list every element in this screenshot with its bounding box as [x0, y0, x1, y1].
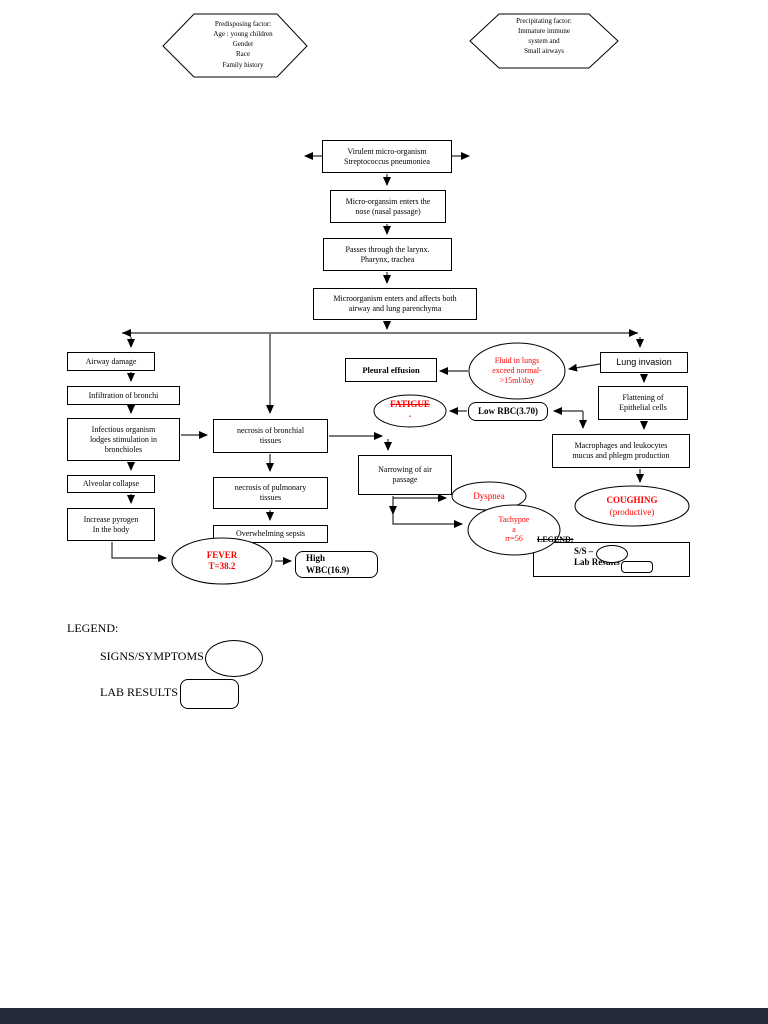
legend-ellipse-symbol: [205, 640, 263, 677]
node-macrophages-leukocytes: Macrophages and leukocytes mucus and phl…: [552, 434, 690, 468]
node-passes-larynx: Passes through the larynx. Pharynx, trac…: [323, 238, 452, 271]
node-low-rbc: Low RBC(3.70): [468, 402, 548, 421]
node-alveolar-collapse: Alveolar collapse: [67, 475, 155, 493]
legend-signs-label: SIGNS/SYMPTOMS -: [100, 649, 211, 663]
predisposing-factor-label: Predisposing factor: Age : young childre…: [213, 20, 273, 69]
node-necrosis-pulmonary: necrosis of pulmonary tissues: [213, 477, 328, 509]
coughing-label: COUGHING(productive): [606, 495, 658, 517]
node-infiltration-bronchi: Infiltration of bronchi: [67, 386, 180, 405]
viewer-bottom-bar: [0, 1008, 768, 1024]
node-virulent-microorganism: Virulent micro-organism Streptococcus pn…: [322, 140, 452, 173]
legend-rect-symbol: [180, 679, 239, 709]
mini-legend-ellipse-symbol: [596, 545, 628, 563]
node-increase-pyrogen: Increase pyrogen In the body: [67, 508, 155, 541]
node-infectious-organism: Infectious organism lodges stimulation i…: [67, 418, 180, 461]
legend-lab-label: LAB RESULTS -: [100, 685, 185, 699]
node-flattening-epithelial: Flattening of Epithelial cells: [598, 386, 688, 420]
node-airway-damage: Airway damage: [67, 352, 155, 371]
node-necrosis-bronchial: necrosis of bronchial tissues: [213, 419, 328, 453]
node-narrowing-air-passage: Narrowing of air passage: [358, 455, 452, 495]
fever-label: FEVER T=38.2: [206, 550, 238, 571]
legend-title: LEGEND:: [67, 621, 119, 635]
node-high-wbc: High WBC(16.9): [295, 551, 378, 578]
fatigue-label: FATIGUE.: [390, 399, 430, 419]
node-affects-airway-parenchyma: Microorganism enters and affects both ai…: [313, 288, 477, 320]
fluid-in-lungs-label: Fluid in lungs exceed normal- >15ml/day: [492, 356, 542, 385]
mini-legend-rect-symbol: [621, 561, 653, 573]
precipitating-factor-label: Precipitating factor: Immature immune sy…: [516, 17, 572, 56]
node-overwhelming-sepsis: Overwhelming sepsis: [213, 525, 328, 543]
node-pleural-effusion: Pleural effusion: [345, 358, 437, 382]
dyspnea-label: Dyspnea: [473, 491, 505, 501]
mini-legend-ss-label: S/S –: [574, 546, 594, 556]
node-enters-nose: Micro-organsim enters the nose (nasal pa…: [330, 190, 446, 223]
mini-legend-heading: LEGEND:: [537, 535, 574, 544]
node-lung-invasion: Lung invasion: [600, 352, 688, 373]
